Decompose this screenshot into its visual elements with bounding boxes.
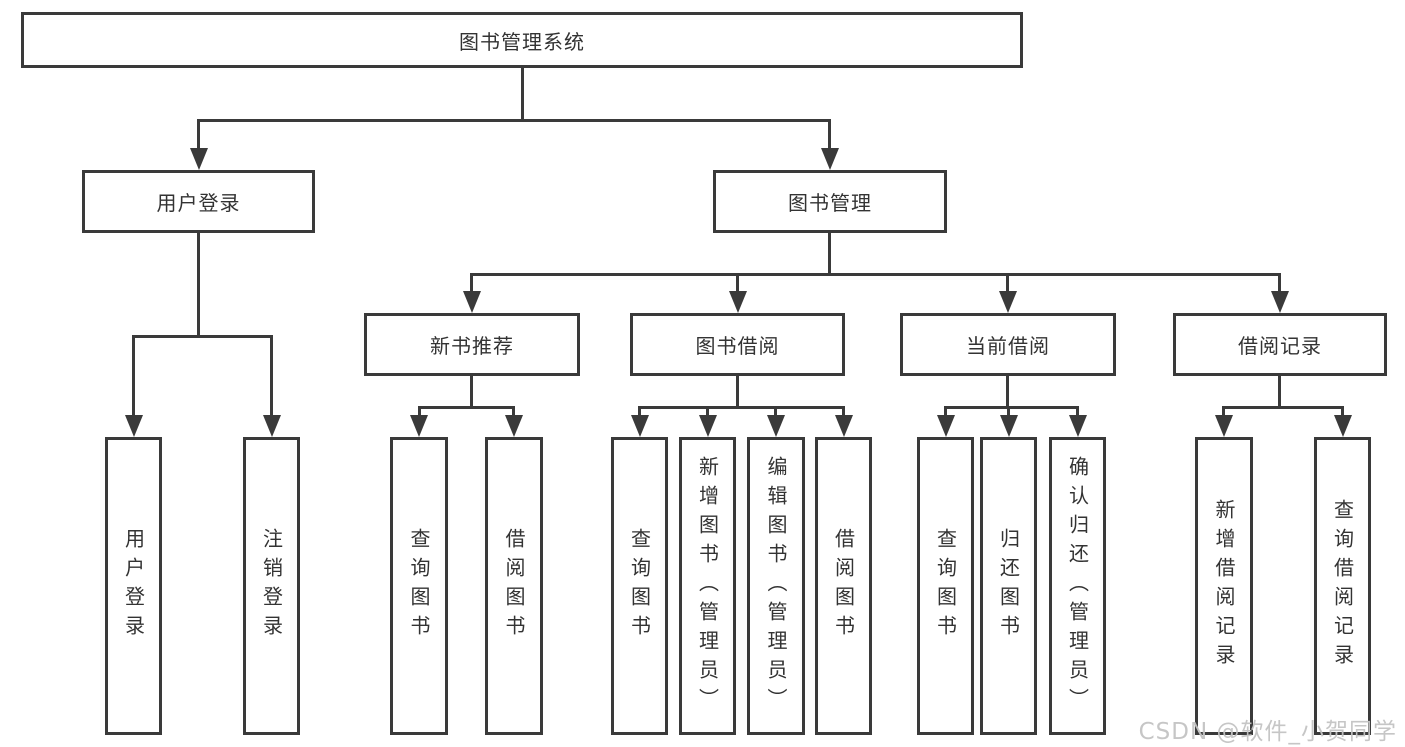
connector-leaf-user-login-line bbox=[132, 335, 135, 418]
leaf-query-borrow-record: 查询借阅记录 bbox=[1314, 437, 1371, 735]
connector-level3-bar bbox=[470, 273, 1281, 276]
leaf-add-book-admin: 新增图书（管理员） bbox=[679, 437, 736, 735]
connector-user-login-bar bbox=[132, 335, 273, 338]
connector-level3-line-3 bbox=[1006, 273, 1009, 294]
connector-leaf-line-e1 bbox=[1222, 406, 1225, 418]
csdn-watermark: CSDN @软件_小贺同学 bbox=[1138, 719, 1397, 745]
node-new-book-recommend: 新书推荐 bbox=[364, 313, 580, 376]
connector-leaf-line-d3 bbox=[1076, 406, 1079, 418]
connector-leaf-line-e2 bbox=[1341, 406, 1344, 418]
connector-current-borrow-stem bbox=[1006, 376, 1009, 408]
node-user-login: 用户登录 bbox=[82, 170, 315, 233]
arrowhead-user-login bbox=[190, 148, 208, 170]
arrowhead-leaf-c1 bbox=[631, 415, 649, 437]
connector-leaf-line-c2 bbox=[706, 406, 709, 418]
leaf-query-book-recommend: 查询图书 bbox=[390, 437, 448, 735]
arrowhead-leaf-user-login bbox=[125, 415, 143, 437]
arrowhead-leaf-d2 bbox=[1000, 415, 1018, 437]
node-book-management: 图书管理 bbox=[713, 170, 947, 233]
arrowhead-leaf-d1 bbox=[937, 415, 955, 437]
connector-book-management-stem bbox=[828, 233, 831, 274]
leaf-query-book-current: 查询图书 bbox=[917, 437, 974, 735]
node-borrow-records: 借阅记录 bbox=[1173, 313, 1387, 376]
connector-level2-left-line bbox=[197, 119, 200, 151]
connector-root-stem bbox=[521, 68, 524, 119]
connector-leaf-line-b1 bbox=[418, 406, 421, 418]
connector-leaf-line-c4 bbox=[842, 406, 845, 418]
connector-level2-bar bbox=[197, 119, 831, 122]
connector-borrow-records-stem bbox=[1278, 376, 1281, 408]
node-book-borrow: 图书借阅 bbox=[630, 313, 845, 376]
leaf-confirm-return-admin: 确认归还（管理员） bbox=[1049, 437, 1106, 735]
arrowhead-book-management bbox=[821, 148, 839, 170]
connector-current-borrow-bar bbox=[944, 406, 1079, 409]
leaf-borrow-book: 借阅图书 bbox=[815, 437, 872, 735]
connector-level2-right-line bbox=[828, 119, 831, 151]
connector-level3-line-2 bbox=[736, 273, 739, 294]
connector-leaf-line-b2 bbox=[512, 406, 515, 418]
arrowhead-leaf-logout bbox=[263, 415, 281, 437]
arrowhead-leaf-c3 bbox=[767, 415, 785, 437]
connector-leaf-line-d1 bbox=[944, 406, 947, 418]
leaf-return-book: 归还图书 bbox=[980, 437, 1037, 735]
leaf-user-login: 用户登录 bbox=[105, 437, 162, 735]
leaf-logout: 注销登录 bbox=[243, 437, 300, 735]
arrowhead-leaf-b1 bbox=[410, 415, 428, 437]
connector-level3-line-1 bbox=[470, 273, 473, 294]
connector-borrow-records-bar bbox=[1222, 406, 1343, 409]
arrowhead-leaf-e1 bbox=[1215, 415, 1233, 437]
connector-leaf-logout-line bbox=[270, 335, 273, 418]
connector-level3-line-4 bbox=[1278, 273, 1281, 294]
connector-user-login-stem bbox=[197, 233, 200, 336]
leaf-borrow-book-recommend: 借阅图书 bbox=[485, 437, 543, 735]
arrowhead-leaf-e2 bbox=[1334, 415, 1352, 437]
arrowhead-borrow-records bbox=[1271, 291, 1289, 313]
node-current-borrow: 当前借阅 bbox=[900, 313, 1116, 376]
arrowhead-leaf-c2 bbox=[699, 415, 717, 437]
leaf-edit-book-admin: 编辑图书（管理员） bbox=[747, 437, 805, 735]
connector-recommend-bar bbox=[418, 406, 514, 409]
connector-leaf-line-c1 bbox=[638, 406, 641, 418]
connector-book-borrow-stem bbox=[736, 376, 739, 408]
arrowhead-leaf-b2 bbox=[505, 415, 523, 437]
arrowhead-leaf-d3 bbox=[1069, 415, 1087, 437]
arrowhead-book-borrow bbox=[729, 291, 747, 313]
leaf-query-book-borrow: 查询图书 bbox=[611, 437, 668, 735]
connector-recommend-stem bbox=[470, 376, 473, 408]
arrowhead-leaf-c4 bbox=[835, 415, 853, 437]
node-root: 图书管理系统 bbox=[21, 12, 1023, 68]
arrowhead-new-book-recommend bbox=[463, 291, 481, 313]
arrowhead-current-borrow bbox=[999, 291, 1017, 313]
connector-leaf-line-d2 bbox=[1007, 406, 1010, 418]
leaf-add-borrow-record: 新增借阅记录 bbox=[1195, 437, 1253, 735]
connector-book-borrow-bar bbox=[638, 406, 844, 409]
connector-leaf-line-c3 bbox=[774, 406, 777, 418]
